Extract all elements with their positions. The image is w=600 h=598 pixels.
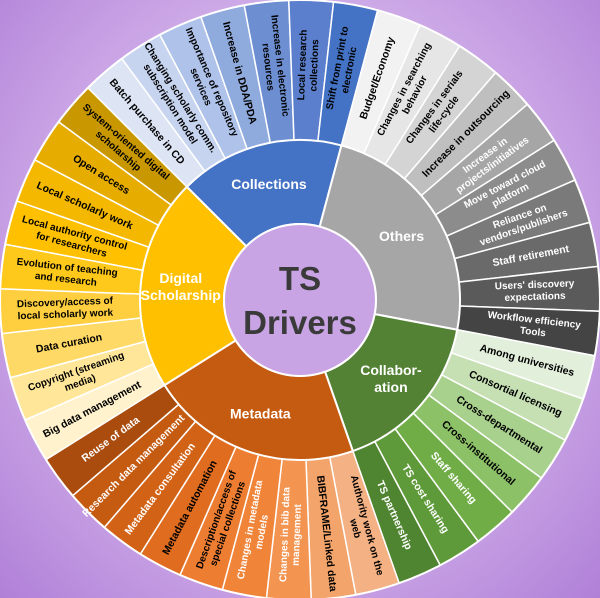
driver-label: local scholarly work (17, 308, 113, 323)
center-title-line1: TS (279, 260, 321, 297)
category-label-collaboration: ation (374, 379, 407, 395)
category-label-collaboration: Collabor- (360, 362, 422, 378)
center-title-line2: Drivers (243, 304, 357, 341)
category-label-metadata: Metadata (230, 405, 291, 421)
category-label-others: Others (379, 228, 424, 244)
driver-label: Users' discovery (495, 278, 575, 292)
driver-label: Changes in bib data (278, 487, 293, 583)
driver-label: Discovery/access of (17, 296, 114, 311)
driver-label: resources (259, 43, 275, 92)
driver-label: management (291, 503, 304, 566)
category-label-digital-scholarship: Digital (159, 270, 202, 286)
driver-label: expectations (504, 291, 566, 304)
driver-label: Tools (519, 325, 546, 339)
center-circle (223, 223, 377, 377)
center-circle-group: TS Drivers (223, 223, 377, 377)
category-label-collections: Collections (231, 176, 307, 192)
driver-label: web (347, 517, 363, 540)
category-label-digital-scholarship: Scholarship (141, 287, 221, 303)
driver-label: collections (308, 39, 321, 92)
driver-label: Local research (296, 29, 310, 100)
